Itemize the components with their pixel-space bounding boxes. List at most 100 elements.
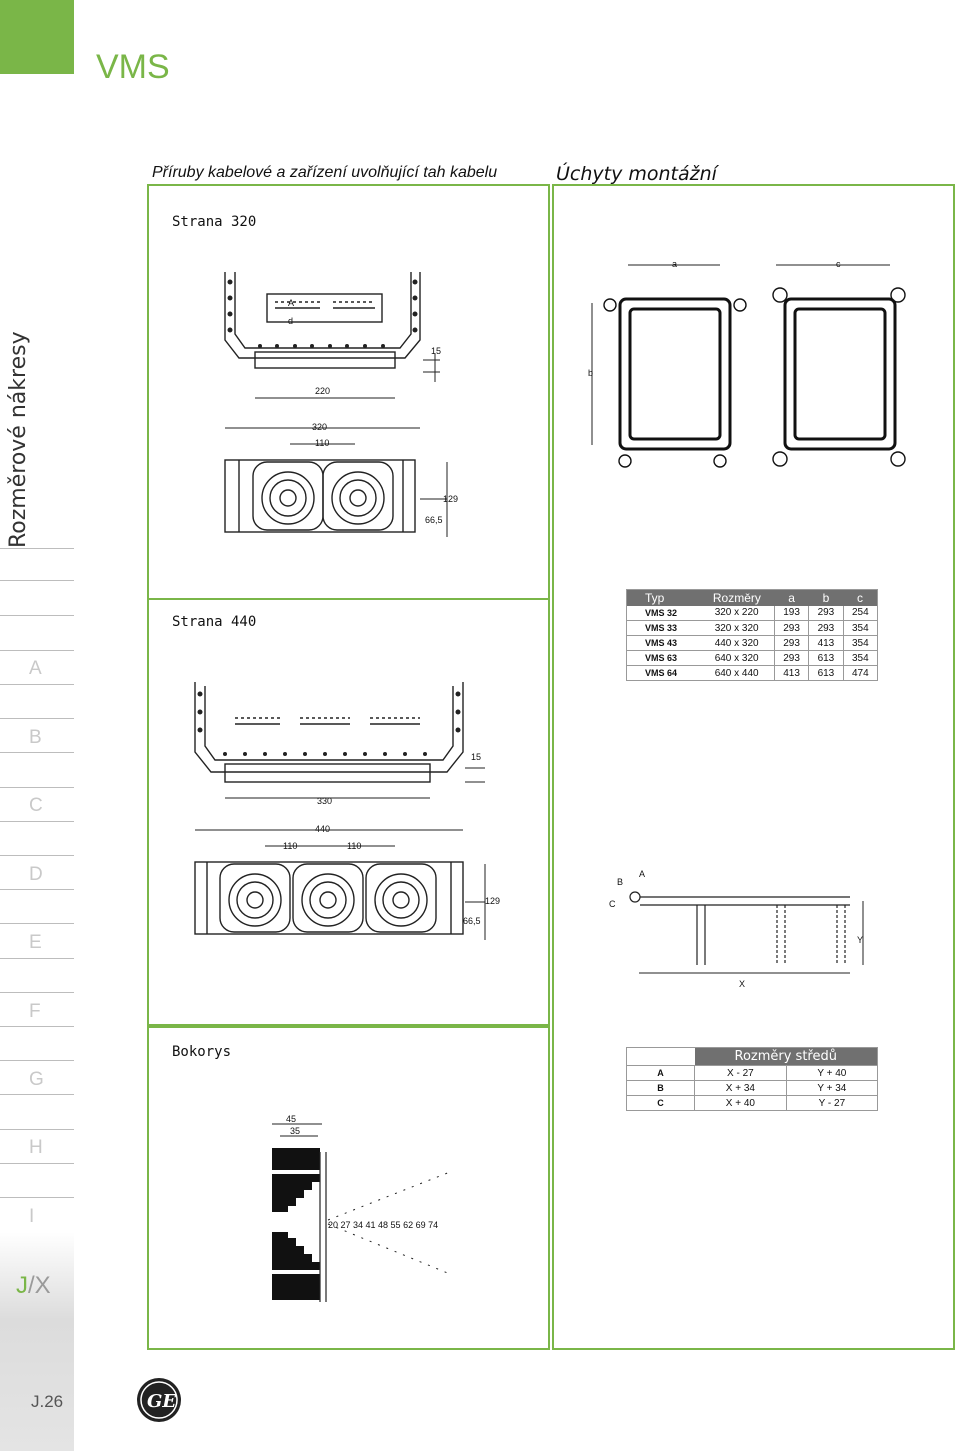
centers-table: Rozměry středů A X - 27 Y + 40 B X + 34 … (626, 1047, 878, 1111)
label-d: d (288, 316, 293, 326)
cell-c: 354 (842, 620, 878, 636)
cell-label: B (626, 1080, 695, 1096)
cell-typ: VMS 33 (626, 620, 700, 636)
sidebar-divider (0, 1026, 74, 1027)
sidebar-divider (0, 1060, 74, 1061)
dim-440: 440 (315, 824, 330, 834)
sidebar-divider (0, 787, 74, 788)
cell-label: A (626, 1065, 695, 1081)
sidebar-letter-d[interactable]: D (29, 864, 43, 885)
label-a: A (288, 298, 294, 308)
cell-y: Y + 34 (785, 1080, 878, 1096)
ge-logo-text: GE (147, 1391, 176, 1412)
sidebar-divider (0, 889, 74, 890)
cell-rozmery: 440 x 320 (699, 635, 775, 651)
table-row: B X + 34 Y + 34 (626, 1080, 878, 1096)
panel-strana-320 (147, 184, 550, 600)
column-header-blank (627, 1048, 695, 1066)
dim-220: 220 (315, 386, 330, 396)
cell-c: 354 (842, 650, 878, 666)
table-row: VMS 64 640 x 440 413 613 474 (626, 665, 878, 681)
label-a: A (639, 869, 645, 879)
drawing-strana-320: A d 15 220 320 110 129 66,5 (215, 262, 475, 547)
drawing-mounting-brackets: a c b (580, 255, 920, 475)
sidebar-letter-a[interactable]: A (29, 658, 42, 679)
section-heading-mounting-brackets: Úchyty montážní (556, 163, 717, 185)
column-header-rozmery-stredu: Rozměry středů (694, 1047, 878, 1066)
column-header-a: a (774, 589, 809, 606)
page-number: J.26 (31, 1392, 64, 1411)
cell-c: 474 (842, 665, 878, 681)
sidebar-divider (0, 923, 74, 924)
section-heading-cable-flanges: Příruby kabelové a zařízení uvolňující t… (152, 164, 498, 181)
panel-bokorys (147, 1026, 550, 1350)
dim-45: 45 (286, 1114, 296, 1124)
sidebar: Rozměrové nákresy A B C D E F G H I J/X … (0, 0, 74, 1451)
dim-66-5: 66,5 (425, 515, 443, 525)
dim-66-5: 66,5 (463, 916, 481, 926)
dim-c: c (836, 259, 841, 269)
cell-typ: VMS 64 (626, 665, 700, 681)
drawing-mount-centers: A B C X Y (605, 865, 895, 995)
panel-mounting (552, 184, 955, 1350)
sidebar-divider (0, 821, 74, 822)
sidebar-letter-f[interactable]: F (29, 1001, 41, 1022)
cell-b: 413 (808, 635, 844, 651)
sidebar-divider (0, 1163, 74, 1164)
table-row: VMS 43 440 x 320 293 413 354 (626, 635, 878, 651)
dim-15: 15 (471, 752, 481, 762)
dim-110-right: 110 (347, 841, 361, 851)
dim-a: a (672, 259, 677, 269)
cell-a: 293 (773, 620, 809, 636)
drawing-strana-440: 15 330 440 110 110 129 66,5 (185, 672, 515, 947)
dimensions-table: Typ Rozměry a b c VMS 32 320 x 220 193 2… (626, 589, 878, 681)
cell-typ: VMS 43 (626, 635, 700, 651)
cell-a: 413 (773, 665, 809, 681)
cell-c: 254 (842, 605, 878, 621)
column-header-c: c (843, 589, 878, 606)
sidebar-divider (0, 1197, 74, 1198)
cell-b: 293 (808, 620, 844, 636)
sidebar-divider (0, 958, 74, 959)
cell-b: 613 (808, 665, 844, 681)
dim-129: 129 (485, 896, 500, 906)
cell-x: X + 40 (694, 1095, 787, 1111)
column-header-typ: Typ (626, 589, 700, 606)
sidebar-section-title: Rozměrové nákresy (6, 331, 31, 548)
sidebar-letter-e[interactable]: E (29, 932, 42, 953)
cell-c: 354 (842, 635, 878, 651)
cell-rozmery: 640 x 440 (699, 665, 775, 681)
sidebar-letter-jx[interactable]: J/X (16, 1272, 51, 1300)
table-header-row: Rozměry středů (627, 1047, 878, 1066)
cell-b: 613 (808, 650, 844, 666)
cell-y: Y - 27 (785, 1095, 878, 1111)
dim-330: 330 (317, 796, 332, 806)
label-b: B (617, 877, 623, 887)
cell-rozmery: 640 x 320 (699, 650, 775, 666)
label-c: C (609, 899, 616, 909)
sidebar-divider (0, 615, 74, 616)
sidebar-letter-i[interactable]: I (29, 1206, 35, 1227)
sidebar-letter-c[interactable]: C (29, 795, 43, 816)
sidebar-divider (0, 718, 74, 719)
cell-typ: VMS 63 (626, 650, 700, 666)
sidebar-bottom-shade (0, 1232, 74, 1451)
sidebar-letter-b[interactable]: B (29, 727, 42, 748)
sidebar-divider (0, 992, 74, 993)
dim-b: b (588, 368, 593, 378)
cable-diameter-scale: 20 27 34 41 48 55 62 69 74 (328, 1220, 438, 1230)
label-x: X (739, 979, 745, 989)
page-title: VMS (96, 48, 170, 86)
sidebar-letter-g[interactable]: G (29, 1069, 44, 1090)
table-row: C X + 40 Y - 27 (626, 1095, 878, 1111)
cell-a: 193 (773, 605, 809, 621)
panel-label-strana-320: Strana 320 (172, 214, 257, 230)
cell-b: 293 (808, 605, 844, 621)
panel-strana-440 (147, 600, 550, 1026)
cell-typ: VMS 32 (626, 605, 700, 621)
sidebar-divider (0, 580, 74, 581)
dim-129: 129 (443, 494, 458, 504)
sidebar-letter-x: /X (28, 1272, 51, 1299)
sidebar-letter-h[interactable]: H (29, 1137, 43, 1158)
label-y: Y (857, 935, 863, 945)
